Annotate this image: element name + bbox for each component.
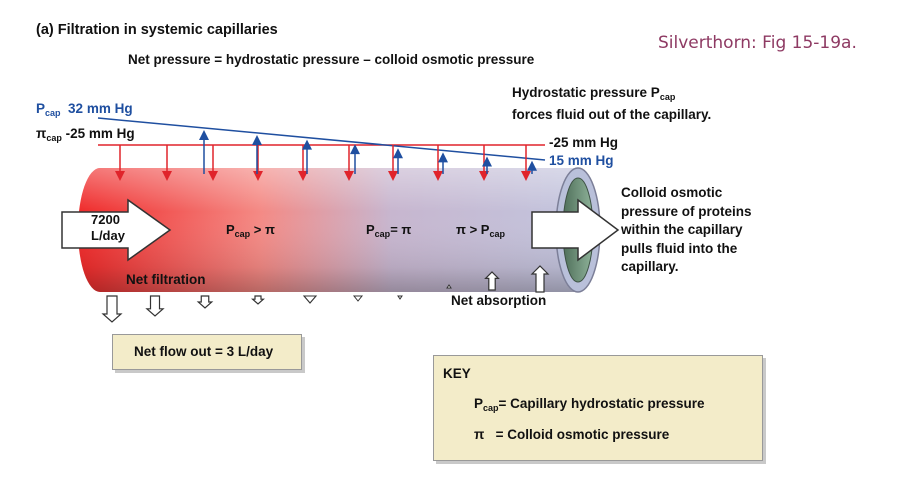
filtration-arrow: [302, 295, 318, 304]
colloid-arrow: [253, 171, 263, 181]
net-flow-box: [112, 334, 302, 370]
filtration-arrows: [101, 295, 403, 323]
region-filtration-label: Pcap > π: [226, 222, 275, 239]
pcap-start-label: Pcap 32 mm Hg: [36, 101, 133, 118]
key-box: [433, 355, 763, 461]
colloid-arrow: [433, 171, 443, 181]
region-absorption-label: π > Pcap: [456, 222, 505, 239]
absorption-arrow: [446, 284, 452, 289]
absorption-arrow: [484, 271, 500, 291]
hydrostatic-arrows: [199, 129, 537, 174]
hydrostatic-arrow: [199, 129, 209, 140]
pi-end-label: -25 mm Hg: [549, 135, 619, 150]
absorption-arrow: [530, 265, 550, 293]
absorption-arrows: [446, 265, 550, 293]
hydrostatic-arrow: [482, 156, 492, 167]
hydrostatic-pressure-line: [97, 117, 546, 161]
hydrostatic-note: Hydrostatic pressure Pcap forces fluid o…: [512, 85, 712, 122]
net-pressure-equation: Net pressure = hydrostatic pressure – co…: [128, 52, 535, 67]
filtration-arrow: [196, 295, 214, 309]
hydrostatic-arrow: [438, 152, 448, 163]
filtration-arrow: [397, 295, 403, 300]
pcap-end-label: 15 mm Hg: [549, 153, 614, 168]
hydrostatic-arrow: [393, 148, 403, 159]
colloid-arrow: [344, 171, 354, 181]
key-title: KEY: [443, 366, 471, 381]
net-absorption-label: Net absorption: [451, 293, 547, 308]
net-filtration-label: Net filtration: [126, 272, 206, 287]
hydrostatic-arrow: [252, 134, 262, 145]
filtration-arrow: [251, 295, 265, 305]
net-flow-out-label: Net flow out = 3 L/day: [134, 344, 274, 359]
hydrostatic-arrow: [350, 144, 360, 155]
figure-credit: Silverthorn: Fig 15-19a.: [658, 33, 857, 53]
colloid-arrow: [388, 171, 398, 181]
key-row-pcap: Pcap= Capillary hydrostatic pressure: [474, 396, 705, 413]
region-equilibrium-label: Pcap= π: [366, 222, 412, 239]
flow-in-arrow: [61, 198, 172, 262]
colloid-arrows: [115, 145, 531, 181]
hydrostatic-arrow: [527, 160, 537, 171]
pi-start-label: πcap -25 mm Hg: [36, 126, 135, 143]
colloid-arrow: [115, 171, 125, 181]
flow-out-arrow: [531, 198, 620, 262]
colloid-arrow: [521, 171, 531, 181]
colloid-arrow: [208, 171, 218, 181]
capillary-tube: [78, 167, 601, 293]
colloid-arrow: [162, 171, 172, 181]
filtration-arrow: [145, 295, 165, 317]
filtration-arrow: [101, 295, 123, 323]
flow-in-label: 7200 L/day: [91, 212, 125, 243]
colloid-arrow: [298, 171, 308, 181]
filtration-arrow: [352, 295, 364, 302]
key-row-pi: π = Colloid osmotic pressure: [474, 427, 670, 442]
figure-title: (a) Filtration in systemic capillaries: [36, 22, 278, 38]
colloid-osmotic-note: Colloid osmotic pressure of proteins wit…: [621, 185, 752, 274]
hydrostatic-arrow: [302, 139, 312, 150]
